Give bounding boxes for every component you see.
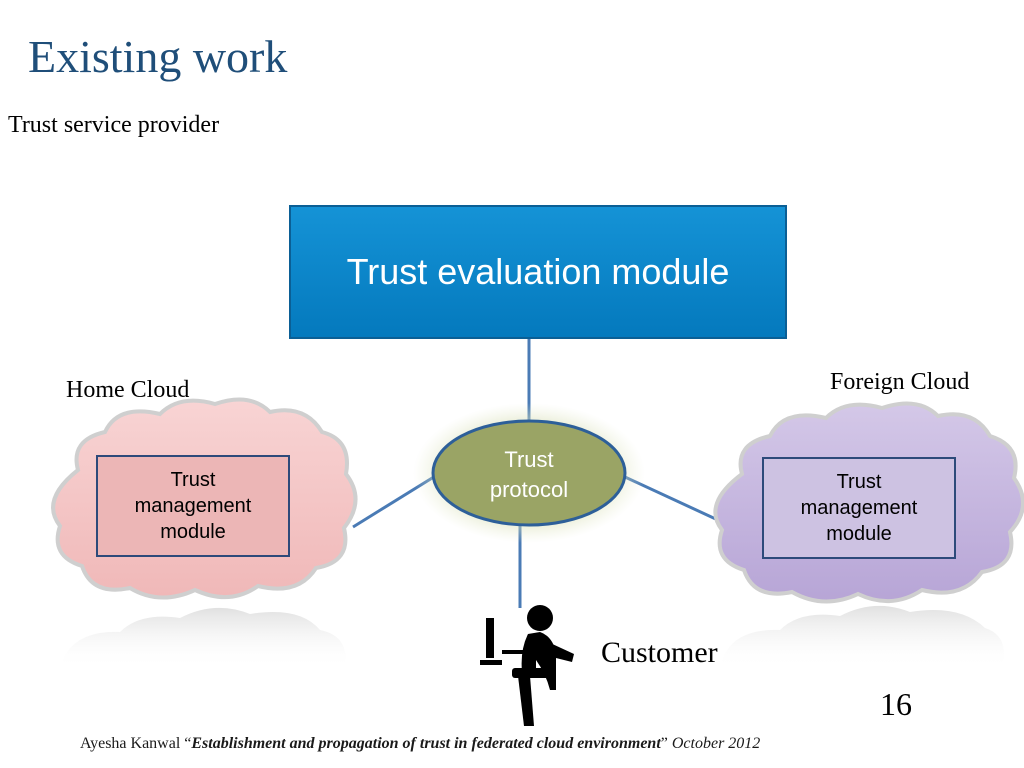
evaluation-module-label: Trust evaluation module — [346, 251, 730, 292]
slide-subtitle: Trust service provider — [8, 112, 220, 138]
person-at-computer-icon — [480, 605, 574, 726]
foreign-cloud-shape — [713, 401, 1024, 604]
protocol-line-1: Trust — [504, 447, 554, 473]
foreign-tm-line-3: module — [826, 523, 892, 545]
page-number: 16 — [880, 686, 912, 722]
footer-date: October 2012 — [671, 735, 761, 752]
protocol-line-2: protocol — [489, 477, 569, 502]
trust-protocol-ellipse — [431, 419, 627, 527]
evaluation-module-box — [289, 205, 787, 339]
foreign-cloud-reflection — [720, 605, 1004, 668]
home-cloud-label: Home Cloud — [66, 377, 190, 403]
home-tm-line-2: management — [134, 495, 252, 517]
footer-paper-title: Establishment and propagation of trust i… — [191, 735, 661, 752]
foreign-tm-line-2: management — [800, 497, 918, 519]
foreign-cloud-label: Foreign Cloud — [830, 369, 970, 395]
home-tm-line-1: Trust — [170, 469, 216, 491]
slide-title: Existing work — [28, 31, 288, 82]
footer-close-quote: ” — [660, 735, 672, 752]
trust-protocol-label: Trust protocol — [433, 440, 625, 510]
foreign-trust-management-label: Trust management module — [763, 458, 955, 558]
footer-author: Ayesha Kanwal “ — [80, 735, 192, 752]
home-trust-management-label: Trust management module — [97, 456, 289, 556]
foreign-trust-management-box — [762, 457, 956, 559]
customer-label: Customer — [601, 636, 718, 669]
citation-footer: Ayesha Kanwal “Establishment and propaga… — [80, 735, 760, 753]
foreign-tm-line-1: Trust — [836, 471, 882, 493]
home-tm-line-3: module — [160, 521, 226, 543]
home-cloud-reflection — [60, 607, 346, 668]
home-trust-management-box — [96, 455, 290, 557]
home-cloud-shape — [51, 397, 358, 600]
